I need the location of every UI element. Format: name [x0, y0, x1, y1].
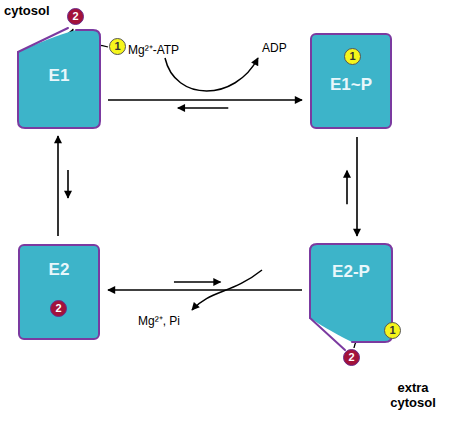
product-label: ADP — [262, 41, 287, 55]
reaction-arrow — [347, 137, 357, 236]
state-label: E1 — [49, 66, 70, 86]
forward-arrow — [108, 99, 302, 101]
ion-circle: 2 — [50, 300, 67, 317]
ion-number: 2 — [72, 11, 78, 22]
ion-circle: 1 — [384, 322, 401, 339]
box-outline — [310, 244, 392, 342]
reactant-label: Mg²⁺-ATP — [128, 41, 179, 58]
state-label: E2-P — [332, 262, 370, 282]
ion-number: 2 — [348, 352, 354, 363]
ion-circle: 2 — [67, 8, 84, 25]
box-fill — [310, 244, 392, 342]
box-fill — [18, 30, 100, 128]
reverse-arrow — [346, 171, 348, 205]
reaction-arrow — [58, 136, 68, 236]
reaction-arrow — [108, 100, 302, 108]
state-box: E1~P 1 — [310, 33, 392, 129]
ion-circle: 2 — [343, 349, 360, 366]
forward-arrow — [356, 137, 358, 236]
reverse-arrow — [67, 170, 69, 198]
reaction-curve — [165, 58, 258, 91]
state-box: E1 — [18, 30, 100, 128]
product-label: Mg²⁺, Pi — [138, 312, 180, 329]
forward-arrow — [108, 289, 302, 291]
ion-number: 1 — [349, 51, 355, 62]
ion-number: 2 — [55, 303, 61, 314]
state-label: E1~P — [330, 75, 372, 95]
box-border — [310, 318, 345, 350]
ion-circle: 1 — [344, 48, 361, 65]
reverse-arrow — [174, 281, 221, 283]
compartment-label: cytosol — [4, 3, 50, 18]
state-label: E2 — [49, 260, 70, 280]
state-box: E2 2 — [18, 244, 100, 340]
forward-arrow — [57, 136, 59, 236]
ion-number: 1 — [114, 41, 120, 52]
ion-circle: 1 — [109, 38, 126, 55]
box-border — [310, 244, 392, 342]
ion-number: 1 — [389, 325, 395, 336]
reaction-arrow — [108, 282, 302, 290]
compartment-label: extra cytosol — [384, 380, 442, 410]
reverse-arrow — [178, 107, 228, 109]
box-border — [18, 28, 68, 52]
state-box: E2-P — [310, 244, 392, 342]
box-border — [18, 30, 100, 128]
